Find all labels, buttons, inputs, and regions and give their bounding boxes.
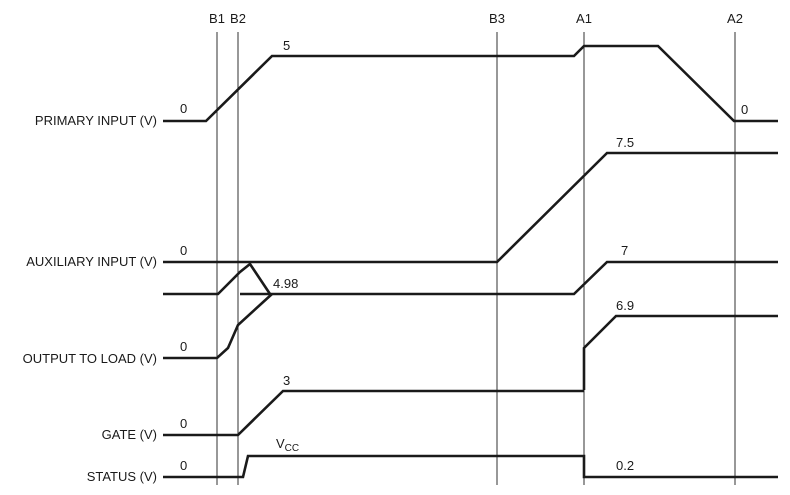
value-primary-end: 0 — [741, 102, 748, 117]
marker-label-a1: A1 — [576, 11, 592, 26]
waveform-output-high — [582, 314, 778, 390]
waveform-primary-input — [163, 44, 778, 123]
vcc-main: V — [276, 436, 285, 451]
waveform-gate-aux — [163, 262, 272, 296]
row-label-output-to-load: OUTPUT TO LOAD (V) — [23, 351, 157, 366]
value-gate-low: 0 — [180, 416, 187, 431]
value-status-end: 0.2 — [616, 458, 634, 473]
value-auxiliary-high: 7.5 — [616, 135, 634, 150]
row-label-primary-input: PRIMARY INPUT (V) — [35, 113, 157, 128]
row-label-status: STATUS (V) — [87, 469, 157, 484]
marker-label-b1: B1 — [209, 11, 225, 26]
value-gate-high: 3 — [283, 373, 290, 388]
waveform-output-mid — [240, 260, 778, 296]
marker-label-b3: B3 — [489, 11, 505, 26]
waveform-auxiliary-input — [163, 151, 778, 264]
value-primary-low: 0 — [180, 101, 187, 116]
value-seven: 7 — [621, 243, 628, 258]
value-auxiliary-low: 0 — [180, 243, 187, 258]
waveform-status — [163, 454, 778, 479]
value-status-low: 0 — [180, 458, 187, 473]
value-output-mid: 4.98 — [273, 276, 298, 291]
value-output-high: 6.9 — [616, 298, 634, 313]
value-status-vcc: VCC — [276, 436, 299, 454]
waveform-gate — [163, 389, 584, 437]
waveform-output-to-load — [163, 293, 273, 360]
row-label-auxiliary-input: AUXILIARY INPUT (V) — [26, 254, 157, 269]
value-output-low: 0 — [180, 339, 187, 354]
marker-label-a2: A2 — [727, 11, 743, 26]
vcc-subscript: CC — [285, 443, 299, 454]
value-primary-high: 5 — [283, 38, 290, 53]
row-label-gate: GATE (V) — [102, 427, 157, 442]
marker-label-b2: B2 — [230, 11, 246, 26]
